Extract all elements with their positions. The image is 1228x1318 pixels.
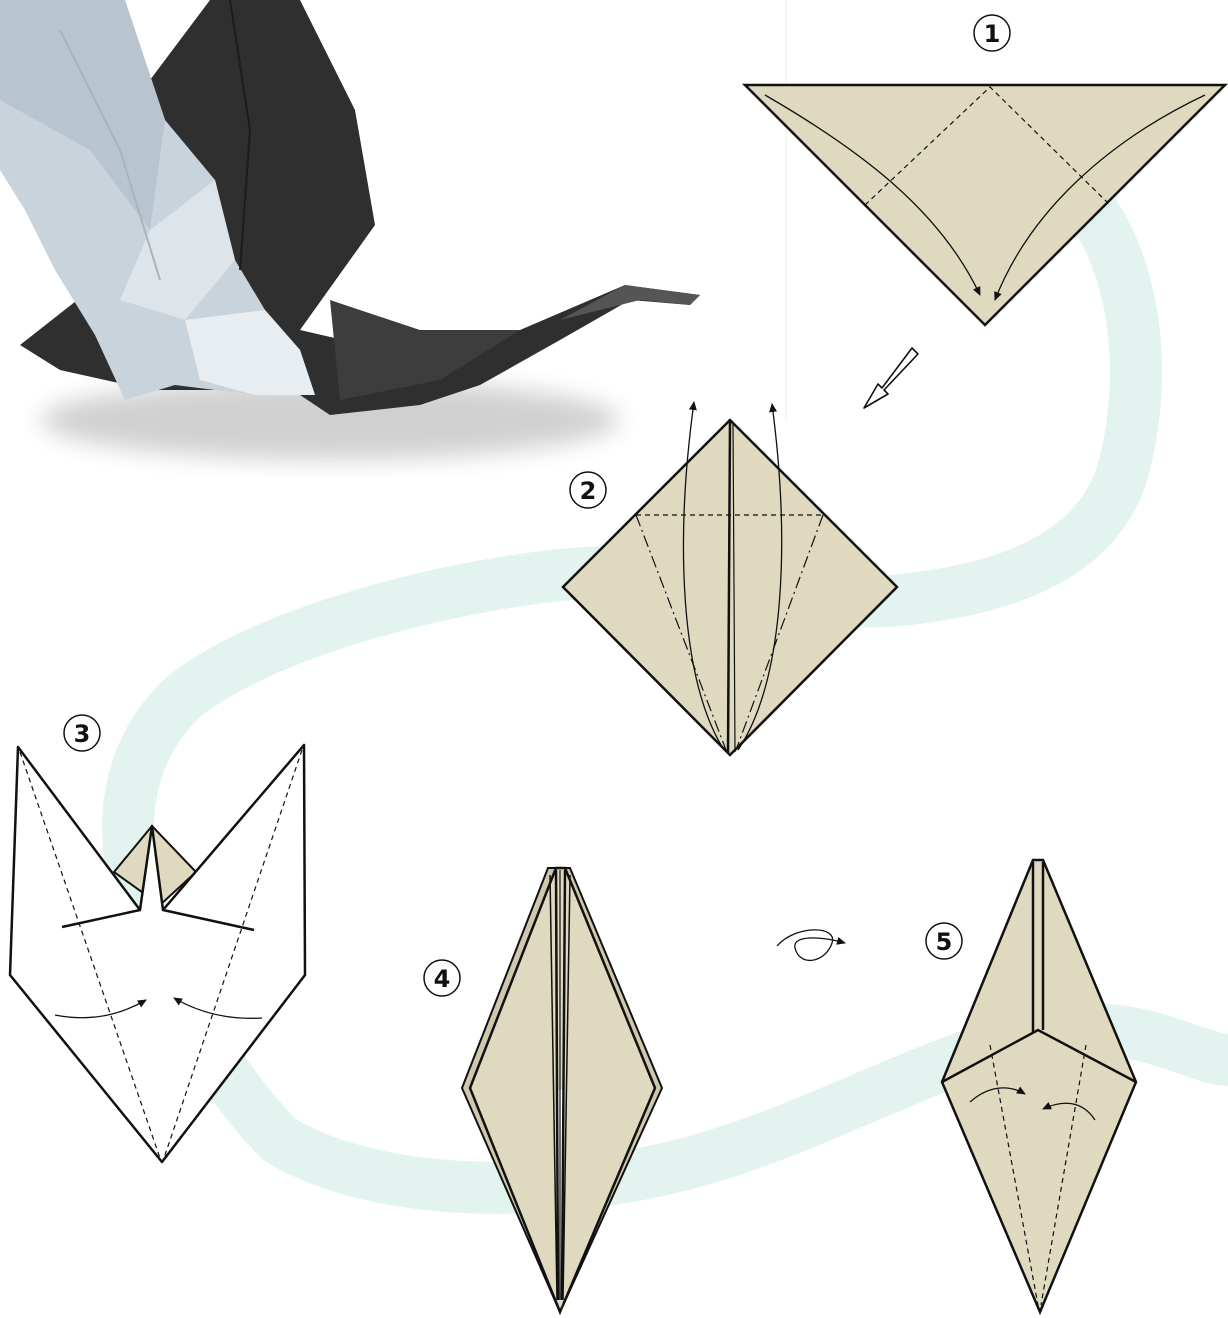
step-2-number: 2	[580, 477, 597, 505]
step-4: 4	[424, 868, 662, 1312]
step-5: 5	[926, 860, 1136, 1312]
step-4-number: 4	[434, 965, 451, 993]
turn-over-icon	[777, 930, 845, 961]
step-3-number: 3	[74, 720, 91, 748]
step-1: 1	[745, 15, 1225, 325]
origami-crane-photo	[0, 0, 700, 460]
step-5-number: 5	[936, 928, 953, 956]
next-step-arrow-icon	[864, 348, 918, 408]
step-1-number: 1	[984, 20, 1001, 48]
step-5-paper	[942, 860, 1136, 1312]
step-2: 2	[563, 402, 897, 755]
